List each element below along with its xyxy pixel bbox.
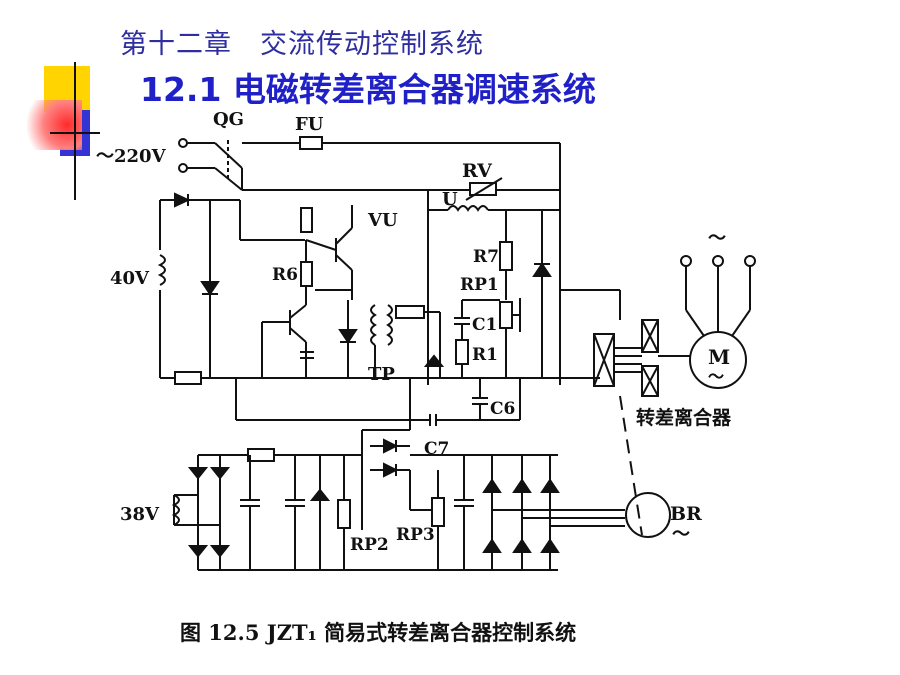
label-c1: C1	[472, 315, 497, 335]
figure-caption: 图 12.5 JZT₁ 简易式转差离合器控制系统	[180, 620, 577, 645]
label-rp1: RP1	[460, 275, 499, 295]
label-ac40: 40V	[110, 268, 150, 289]
section-title: 12.1 电磁转差离合器调速系统	[140, 70, 596, 109]
label-ac220: ～220V	[96, 146, 167, 167]
deco-red-gradient	[22, 100, 82, 150]
label-tp: TP	[368, 364, 395, 385]
label-r1: R1	[472, 345, 498, 365]
label-ac38: 38V	[120, 504, 160, 525]
label-br-tilde: ～	[672, 524, 690, 545]
label-rp2: RP2	[350, 535, 389, 555]
label-clutch: 转差离合器	[636, 406, 732, 429]
label-motor: M	[708, 345, 730, 369]
label-u: U	[442, 189, 458, 210]
label-supply-tilde: ～	[708, 228, 726, 249]
label-c7: C7	[424, 439, 449, 459]
deco-horizontal-line	[50, 132, 100, 134]
label-fu: FU	[295, 114, 324, 135]
label-r7: R7	[473, 247, 499, 267]
label-rv: RV	[462, 160, 493, 182]
label-vu: VU	[367, 210, 398, 231]
chapter-heading: 第十二章 交流传动控制系统	[120, 29, 484, 60]
label-c6: C6	[490, 399, 515, 419]
label-motor-tilde: ～	[708, 367, 724, 386]
label-rp3: RP3	[396, 525, 435, 545]
label-qg: QG	[213, 109, 244, 130]
deco-vertical-line	[74, 62, 76, 200]
label-r6: R6	[272, 265, 298, 285]
label-br: BR	[670, 503, 702, 525]
